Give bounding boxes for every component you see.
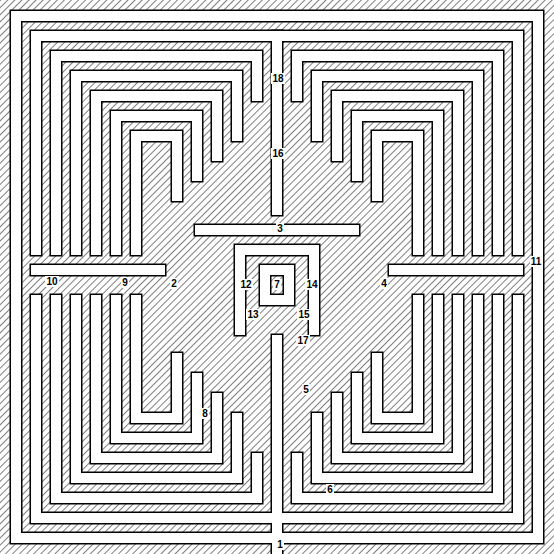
callout-number: 3 (276, 223, 284, 234)
callout-number: 1 (276, 539, 284, 550)
callout-number: 5 (302, 384, 310, 395)
callout-number: 9 (121, 277, 129, 288)
callout-number: 4 (380, 278, 388, 289)
callout-number: 7 (273, 279, 281, 290)
callout-number: 13 (246, 309, 259, 320)
callout-number: 18 (271, 73, 284, 84)
callout-number: 16 (271, 148, 284, 159)
callout-number: 15 (297, 309, 310, 320)
callout-number: 17 (296, 335, 309, 346)
callout-number: 8 (201, 408, 209, 419)
callout-number: 11 (530, 256, 543, 267)
callout-number: 12 (239, 279, 252, 290)
callout-number: 14 (305, 279, 318, 290)
callout-number: 2 (170, 278, 178, 289)
callout-number: 10 (45, 276, 58, 287)
callout-number: 6 (326, 484, 334, 495)
